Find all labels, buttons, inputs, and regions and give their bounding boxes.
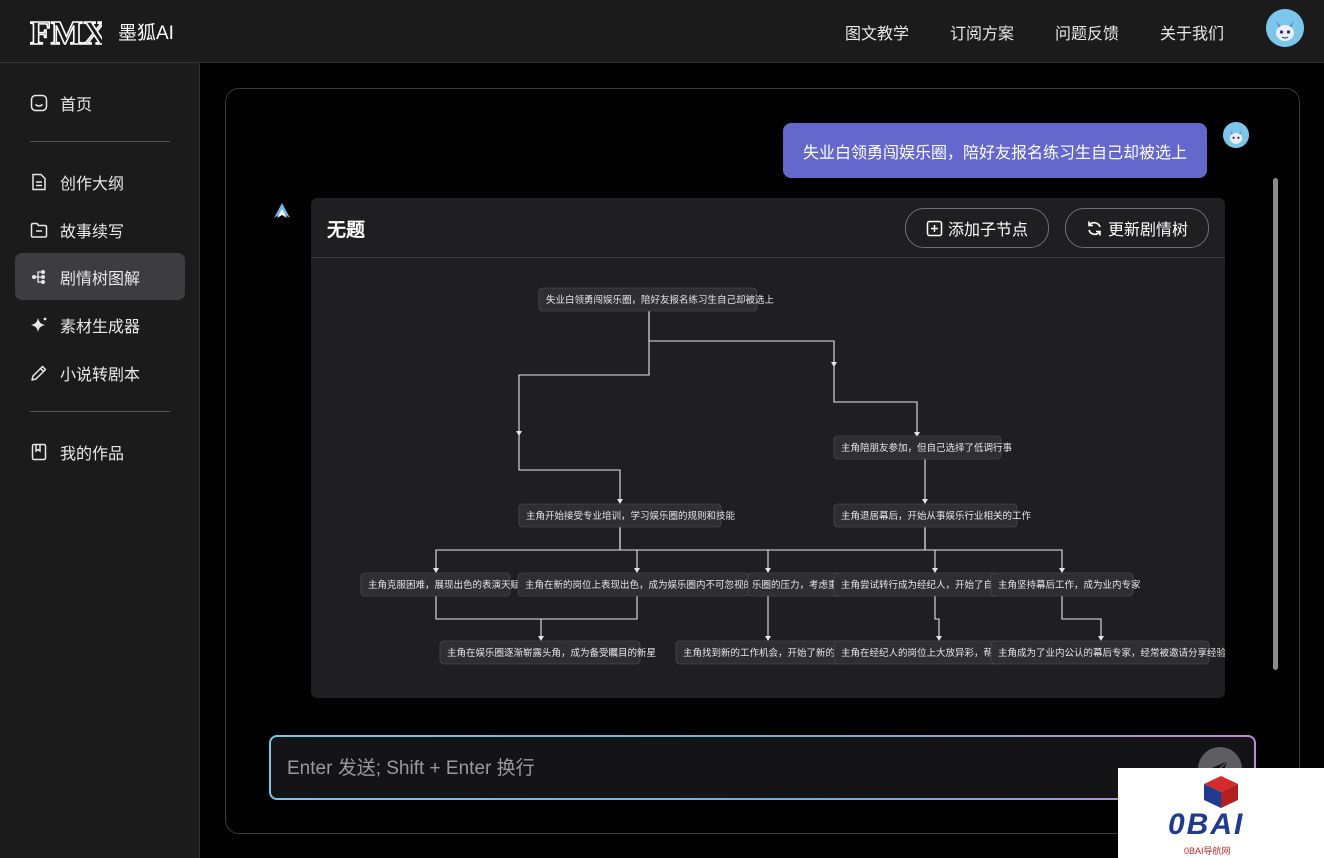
svg-text:主角在经纪人的岗位上大放异彩，帮助多: 主角在经纪人的岗位上大放异彩，帮助多 <box>841 647 1012 659</box>
plot-tree-diagram: 失业白领勇闯娱乐圈，陪好友报名练习生自己却被选上 主角陪朋友参加，但自己选择了低… <box>360 287 1225 665</box>
user-message-avatar <box>1223 122 1249 148</box>
tree-diagram-icon <box>32 269 45 284</box>
svg-text:主角坚持幕后工作，成为业内专家: 主角坚持幕后工作，成为业内专家 <box>998 579 1141 591</box>
sidebar-item-novel-to-script[interactable]: 小说转剧本 <box>15 349 185 396</box>
pencil-icon <box>31 365 47 381</box>
sidebar-item-home[interactable]: 首页 <box>15 79 185 126</box>
plus-square-icon <box>926 220 943 236</box>
watermark-subtext: 0BAI导航网 <box>1184 846 1231 856</box>
user-message-bubble: 失业白领勇闯娱乐圈，陪好友报名练习生自己却被选上 <box>783 123 1207 178</box>
fox-avatar-icon <box>1266 9 1304 47</box>
tree-node[interactable]: 主角克服困难，展现出色的表演天赋 <box>360 572 521 597</box>
tree-node[interactable]: 失业白领勇闯娱乐圈，陪好友报名练习生自己却被选上 <box>538 287 775 312</box>
sidebar-item-plot-tree[interactable]: 剧情树图解 <box>15 253 185 300</box>
sidebar-item-label: 我的作品 <box>60 445 125 463</box>
nav-feedback[interactable]: 问题反馈 <box>1055 26 1120 43</box>
logo-lettering: FMX <box>30 15 102 50</box>
watermark-text: 0BAI <box>1168 808 1245 841</box>
refresh-icon <box>1088 221 1101 235</box>
nav-tutorial[interactable]: 图文教学 <box>845 26 910 43</box>
cube-logo-icon <box>1204 776 1238 808</box>
chat-input-container <box>269 735 1256 800</box>
nav-about[interactable]: 关于我们 <box>1160 26 1225 43</box>
svg-text:主角退居幕后，开始从事娱乐行业相关的工作: 主角退居幕后，开始从事娱乐行业相关的工作 <box>841 510 1032 522</box>
tree-node[interactable]: 主角在新的岗位上表现出色，成为娱乐圈内不可忽视的力量 <box>517 572 773 597</box>
svg-text:主角尝试转行成为经纪人，开始了自己的: 主角尝试转行成为经纪人，开始了自己的 <box>841 579 1012 591</box>
fox-logo-icon[interactable]: FMX <box>30 12 102 50</box>
tree-title: 无题 <box>327 220 366 241</box>
sidebar-divider <box>30 141 170 142</box>
tree-node[interactable]: 主角陪朋友参加，但自己选择了低调行事 <box>833 435 1013 460</box>
top-bar: FMX 墨狐AI 图文教学 订阅方案 问题反馈 关于我们 <box>0 0 1324 63</box>
sidebar-item-my-works[interactable]: 我的作品 <box>15 428 185 475</box>
tree-node[interactable]: 主角找到新的工作机会，开始了新的职业 <box>675 640 854 665</box>
sidebar-divider <box>30 411 170 412</box>
plot-tree-card: 无题 添加子节点 更新剧情树 <box>311 198 1225 698</box>
svg-text:主角成为了业内公认的幕后专家，经常被邀请分享经验: 主角成为了业内公认的幕后专家，经常被邀请分享经验 <box>998 647 1225 659</box>
watermark-logo: 0BAI 0BAI导航网 <box>1118 768 1324 858</box>
sparkle-icon <box>31 317 47 332</box>
tree-node[interactable]: 主角在娱乐圈逐渐崭露头角，成为备受瞩目的新星 <box>439 640 656 665</box>
sidebar-item-label: 故事续写 <box>60 223 125 241</box>
user-avatar[interactable] <box>1266 9 1304 47</box>
document-icon <box>32 173 46 190</box>
sidebar-item-continue-story[interactable]: 故事续写 <box>15 206 185 253</box>
sidebar-item-label: 首页 <box>60 96 93 114</box>
svg-text:主角开始接受专业培训，学习娱乐圈的规则和技能: 主角开始接受专业培训，学习娱乐圈的规则和技能 <box>526 510 736 522</box>
tree-header-divider <box>311 257 1225 258</box>
add-child-node-label: 添加子节点 <box>947 222 1028 239</box>
chat-input[interactable] <box>285 737 1189 800</box>
sidebar-item-label: 小说转剧本 <box>60 366 141 384</box>
svg-text:主角在新的岗位上表现出色，成为娱乐圈内不可忽视的力量: 主角在新的岗位上表现出色，成为娱乐圈内不可忽视的力量 <box>525 579 773 591</box>
sidebar-item-label: 素材生成器 <box>60 318 141 336</box>
sidebar-item-label: 剧情树图解 <box>60 270 141 288</box>
tree-node[interactable]: 主角坚持幕后工作，成为业内专家 <box>990 572 1141 597</box>
sidebar-item-outline[interactable]: 创作大纲 <box>15 158 185 205</box>
tree-node[interactable]: 主角在经纪人的岗位上大放异彩，帮助多 <box>833 640 1012 665</box>
svg-text:失业白领勇闯娱乐圈，陪好友报名练习生自己却被选上: 失业白领勇闯娱乐圈，陪好友报名练习生自己却被选上 <box>546 294 775 306</box>
sidebar-item-label: 创作大纲 <box>60 175 125 193</box>
home-icon <box>30 94 48 111</box>
fox-avatar-icon <box>1223 122 1249 148</box>
sidebar: 首页 创作大纲 故事续写 剧情树图解 素材生成器 小说转剧本 我的作品 <box>0 63 200 858</box>
tree-node[interactable]: 主角尝试转行成为经纪人，开始了自己的 <box>833 572 1012 597</box>
svg-text:乐圈的压力，考虑重新: 乐圈的压力，考虑重新 <box>752 579 848 591</box>
nav-subscription[interactable]: 订阅方案 <box>950 26 1015 43</box>
brand-name[interactable]: 墨狐AI <box>118 23 174 44</box>
folder-icon <box>30 222 48 238</box>
chat-scrollbar[interactable] <box>1273 178 1278 670</box>
bookmark-icon <box>31 443 47 460</box>
ai-assistant-icon <box>274 203 290 218</box>
add-child-node-button[interactable]: 添加子节点 <box>905 208 1049 248</box>
svg-text:主角陪朋友参加，但自己选择了低调行事: 主角陪朋友参加，但自己选择了低调行事 <box>841 442 1013 454</box>
update-plot-tree-button[interactable]: 更新剧情树 <box>1065 208 1209 248</box>
tree-node[interactable]: 乐圈的压力，考虑重新 <box>747 572 848 597</box>
tree-node[interactable]: 主角开始接受专业培训，学习娱乐圈的规则和技能 <box>518 503 736 528</box>
sidebar-item-material-generator[interactable]: 素材生成器 <box>15 301 185 348</box>
update-plot-tree-label: 更新剧情树 <box>1107 222 1188 239</box>
svg-text:主角克服困难，展现出色的表演天赋: 主角克服困难，展现出色的表演天赋 <box>368 579 521 591</box>
tree-node[interactable]: 主角退居幕后，开始从事娱乐行业相关的工作 <box>833 503 1032 528</box>
tree-node[interactable]: 主角成为了业内公认的幕后专家，经常被邀请分享经验 <box>990 640 1225 665</box>
svg-text:主角找到新的工作机会，开始了新的职业: 主角找到新的工作机会，开始了新的职业 <box>683 647 854 659</box>
svg-text:主角在娱乐圈逐渐崭露头角，成为备受瞩目的新星: 主角在娱乐圈逐渐崭露头角，成为备受瞩目的新星 <box>447 647 656 659</box>
